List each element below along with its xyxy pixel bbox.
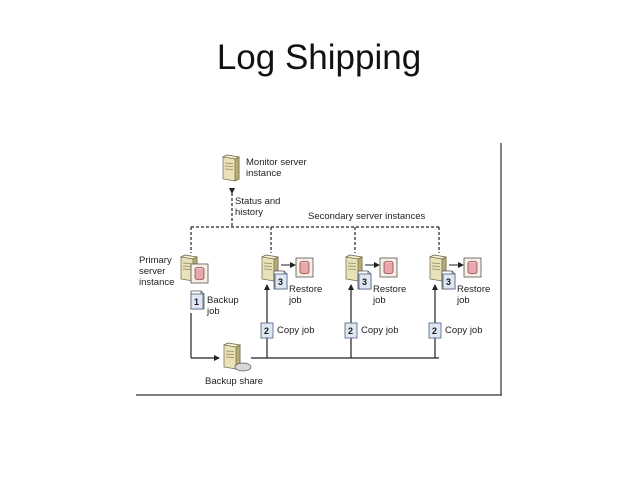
secondary-1-copy-label: Copy job (277, 325, 315, 336)
slide-title: Log Shipping (216, 38, 422, 77)
secondary-3-restore-label-line2: job (456, 295, 470, 306)
secondary-label: Secondary server instances (308, 211, 425, 222)
secondary-2-database-icon (379, 257, 398, 278)
secondary-2-restore-label-line1: Restore (373, 284, 406, 295)
secondary-2-restore-number: 3 (362, 277, 367, 287)
secondary-1-copy-number: 2 (264, 326, 269, 336)
secondary-2-copy-number: 2 (348, 326, 353, 336)
secondary-2-restore-step-box (358, 273, 372, 290)
backup-job-label-line1: Backup (207, 295, 239, 306)
secondary-3-copy-step-box (428, 322, 442, 339)
secondary-1-copy-step-box (260, 322, 274, 339)
backup-job-label-line2: job (206, 306, 220, 317)
status-label-line1: Status and (235, 196, 280, 207)
secondary-3-copy-label: Copy job (445, 325, 483, 336)
backup-share-label: Backup share (205, 376, 263, 387)
monitor-server-icon (222, 154, 240, 182)
secondary-2-copy-label: Copy job (361, 325, 399, 336)
secondary-3-restore-label-line1: Restore (457, 284, 490, 295)
secondary-1-restore-number: 3 (278, 277, 283, 287)
secondary-2-copy-step-box (344, 322, 358, 339)
primary-label-line3: instance (139, 277, 174, 288)
backup-job-number: 1 (194, 297, 199, 307)
backup-share-disk-icon (234, 362, 252, 372)
primary-database-icon (190, 263, 209, 284)
secondary-1-database-icon (295, 257, 314, 278)
status-label-line2: history (235, 207, 263, 218)
log-shipping-diagram: Monitor server instance Status and histo… (136, 143, 503, 398)
primary-label-line1: Primary (139, 255, 172, 266)
secondary-1-restore-label-line1: Restore (289, 284, 322, 295)
secondary-2-restore-label-line2: job (372, 295, 386, 306)
secondary-3-restore-step-box (442, 273, 456, 290)
secondary-1-restore-label-line2: job (288, 295, 302, 306)
primary-label-line2: server (139, 266, 165, 277)
secondary-3-copy-number: 2 (432, 326, 437, 336)
monitor-label-line1: Monitor server (246, 157, 307, 168)
secondary-3-restore-number: 3 (446, 277, 451, 287)
secondary-3-database-icon (463, 257, 482, 278)
monitor-label-line2: instance (246, 168, 281, 179)
secondary-1-restore-step-box (274, 273, 288, 290)
backup-job-step-box (190, 293, 204, 310)
